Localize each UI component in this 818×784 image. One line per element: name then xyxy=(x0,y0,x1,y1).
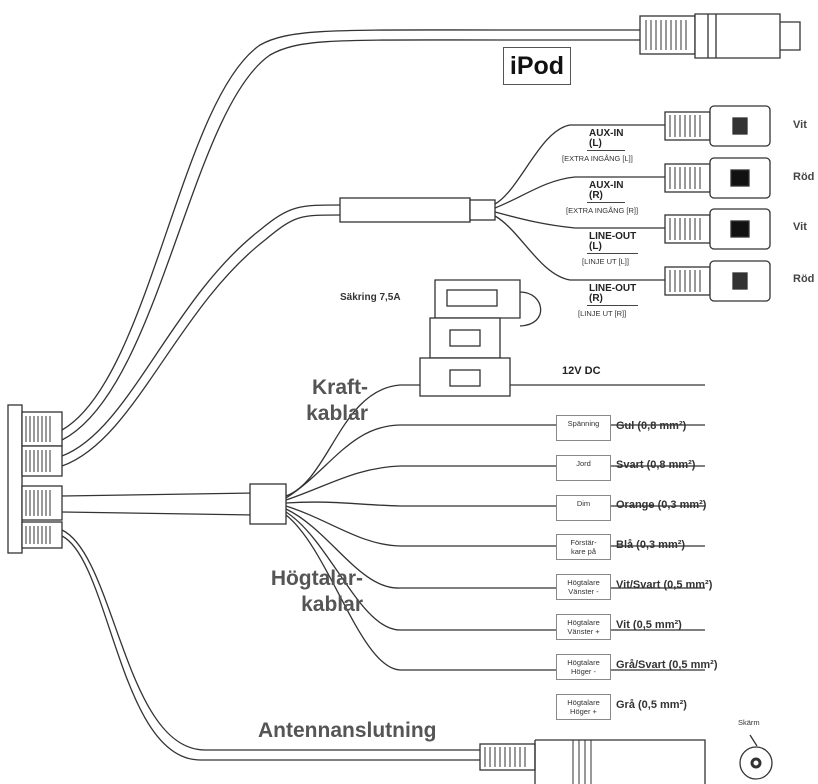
wire-box-speaker-left-plus: Högtalare Vänster + xyxy=(556,614,611,640)
wire-box-speaker-right-plus: Högtalare Höger + xyxy=(556,694,611,720)
line-out-left-caption: [LINJE UT [L]] xyxy=(582,257,629,266)
speaker-cables-heading: Högtalar- kablar xyxy=(270,567,363,616)
wire-spec-grey-black: Grå/Svart (0,5 mm²) xyxy=(616,659,718,671)
fuse-label: Säkring 7,5A xyxy=(340,292,401,303)
wire-box-dim: Dim xyxy=(556,495,611,521)
wire-spec-blue: Blå (0,3 mm²) xyxy=(616,539,686,551)
line-out-left-color: Vit xyxy=(793,221,807,233)
screen-label: Skärm xyxy=(738,718,760,727)
power-cables-heading: Kraft- kablar xyxy=(306,376,368,425)
aux-in-left-caption: [EXTRA INGÅNG [L]] xyxy=(562,154,633,163)
wire-box-ground: Jord xyxy=(556,455,611,481)
wire-box-amp-on: Förstär- kare på xyxy=(556,534,611,560)
dc-label: 12V DC xyxy=(562,365,601,377)
aux-in-left-color: Vit xyxy=(793,119,807,131)
aux-in-right-caption: [EXTRA INGÅNG [R]] xyxy=(566,206,639,215)
wire-box-voltage: Spänning xyxy=(556,415,611,441)
wire-spec-yellow: Gul (0,8 mm²) xyxy=(616,420,687,432)
line-out-left-label: LINE-OUT (L) xyxy=(587,231,639,254)
aux-in-right-color: Röd xyxy=(793,171,815,183)
antenna-heading: Antennanslutning xyxy=(258,719,437,742)
line-out-right-label: LINE-OUT (R) xyxy=(587,283,639,306)
aux-in-left-label: AUX-IN (L) xyxy=(587,128,626,151)
line-out-right-caption: [LINJE UT [R]] xyxy=(578,309,627,318)
wire-box-speaker-left-minus: Högtalare Vänster - xyxy=(556,574,611,600)
wire-spec-white: Vit (0,5 mm²) xyxy=(616,619,682,631)
wire-spec-black: Svart (0,8 mm²) xyxy=(616,459,696,471)
wire-spec-orange: Orange (0,3 mm²) xyxy=(616,499,707,511)
wire-spec-white-black: Vit/Svart (0,5 mm²) xyxy=(616,579,713,591)
wire-box-speaker-right-minus: Högtalare Höger - xyxy=(556,654,611,680)
aux-in-right-label: AUX-IN (R) xyxy=(587,180,626,203)
line-out-right-color: Röd xyxy=(793,273,815,285)
wire-spec-grey: Grå (0,5 mm²) xyxy=(616,699,687,711)
ipod-label: iPod xyxy=(503,47,571,85)
